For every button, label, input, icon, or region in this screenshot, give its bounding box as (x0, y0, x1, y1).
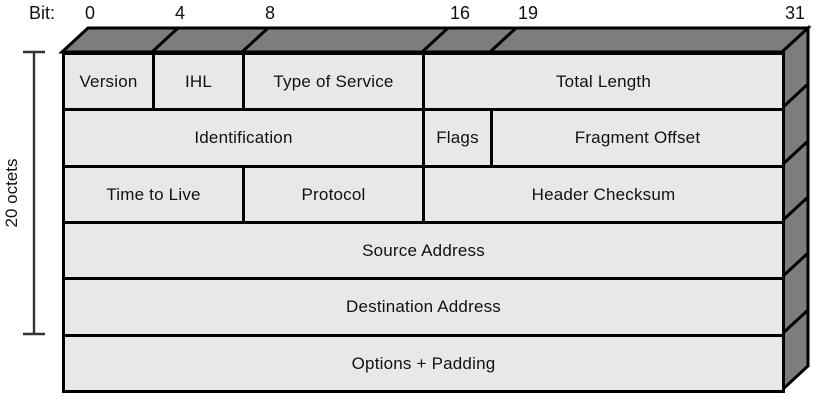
right-slab-tick-row-2 (780, 139, 810, 167)
field-cell-ihl: IHL (152, 52, 245, 111)
top-slab-tick-bit-16 (420, 26, 450, 54)
bit-label-19: 19 (517, 3, 539, 23)
field-cell-fragment-offset: Fragment Offset (490, 108, 785, 168)
right-slab-tick-row-3 (780, 195, 810, 223)
top-slab-tick-bit-4 (150, 26, 180, 54)
bit-label-4: 4 (174, 3, 186, 23)
field-cell-time-to-live: Time to Live (62, 165, 245, 224)
right-slab-tick-row-1 (780, 82, 810, 110)
field-cell-total-length: Total Length (422, 52, 785, 111)
field-cell-identification: Identification (62, 108, 425, 168)
top-slab-tick-bit-19 (488, 26, 518, 54)
field-cell-version: Version (62, 52, 155, 111)
field-cell-type-of-service: Type of Service (242, 52, 425, 111)
bit-label-31: 31 (784, 3, 806, 23)
top-slab-tick-bit-8 (240, 26, 270, 54)
field-cell-destination-address: Destination Address (62, 277, 785, 337)
bit-label-0: 0 (84, 3, 96, 23)
octets-side-label: 20 octets (2, 158, 21, 228)
field-cell-header-checksum: Header Checksum (422, 165, 785, 224)
bit-axis-caption: Bit: (29, 3, 56, 23)
right-slab-tick-row-5 (780, 308, 810, 336)
field-cell-protocol: Protocol (242, 165, 425, 224)
field-cell-options-padding: Options + Padding (62, 334, 785, 393)
right-slab-tick-row-4 (780, 251, 810, 279)
field-cell-source-address: Source Address (62, 221, 785, 280)
field-cell-flags: Flags (422, 108, 493, 168)
bit-label-8: 8 (264, 3, 276, 23)
bit-label-16: 16 (449, 3, 471, 23)
